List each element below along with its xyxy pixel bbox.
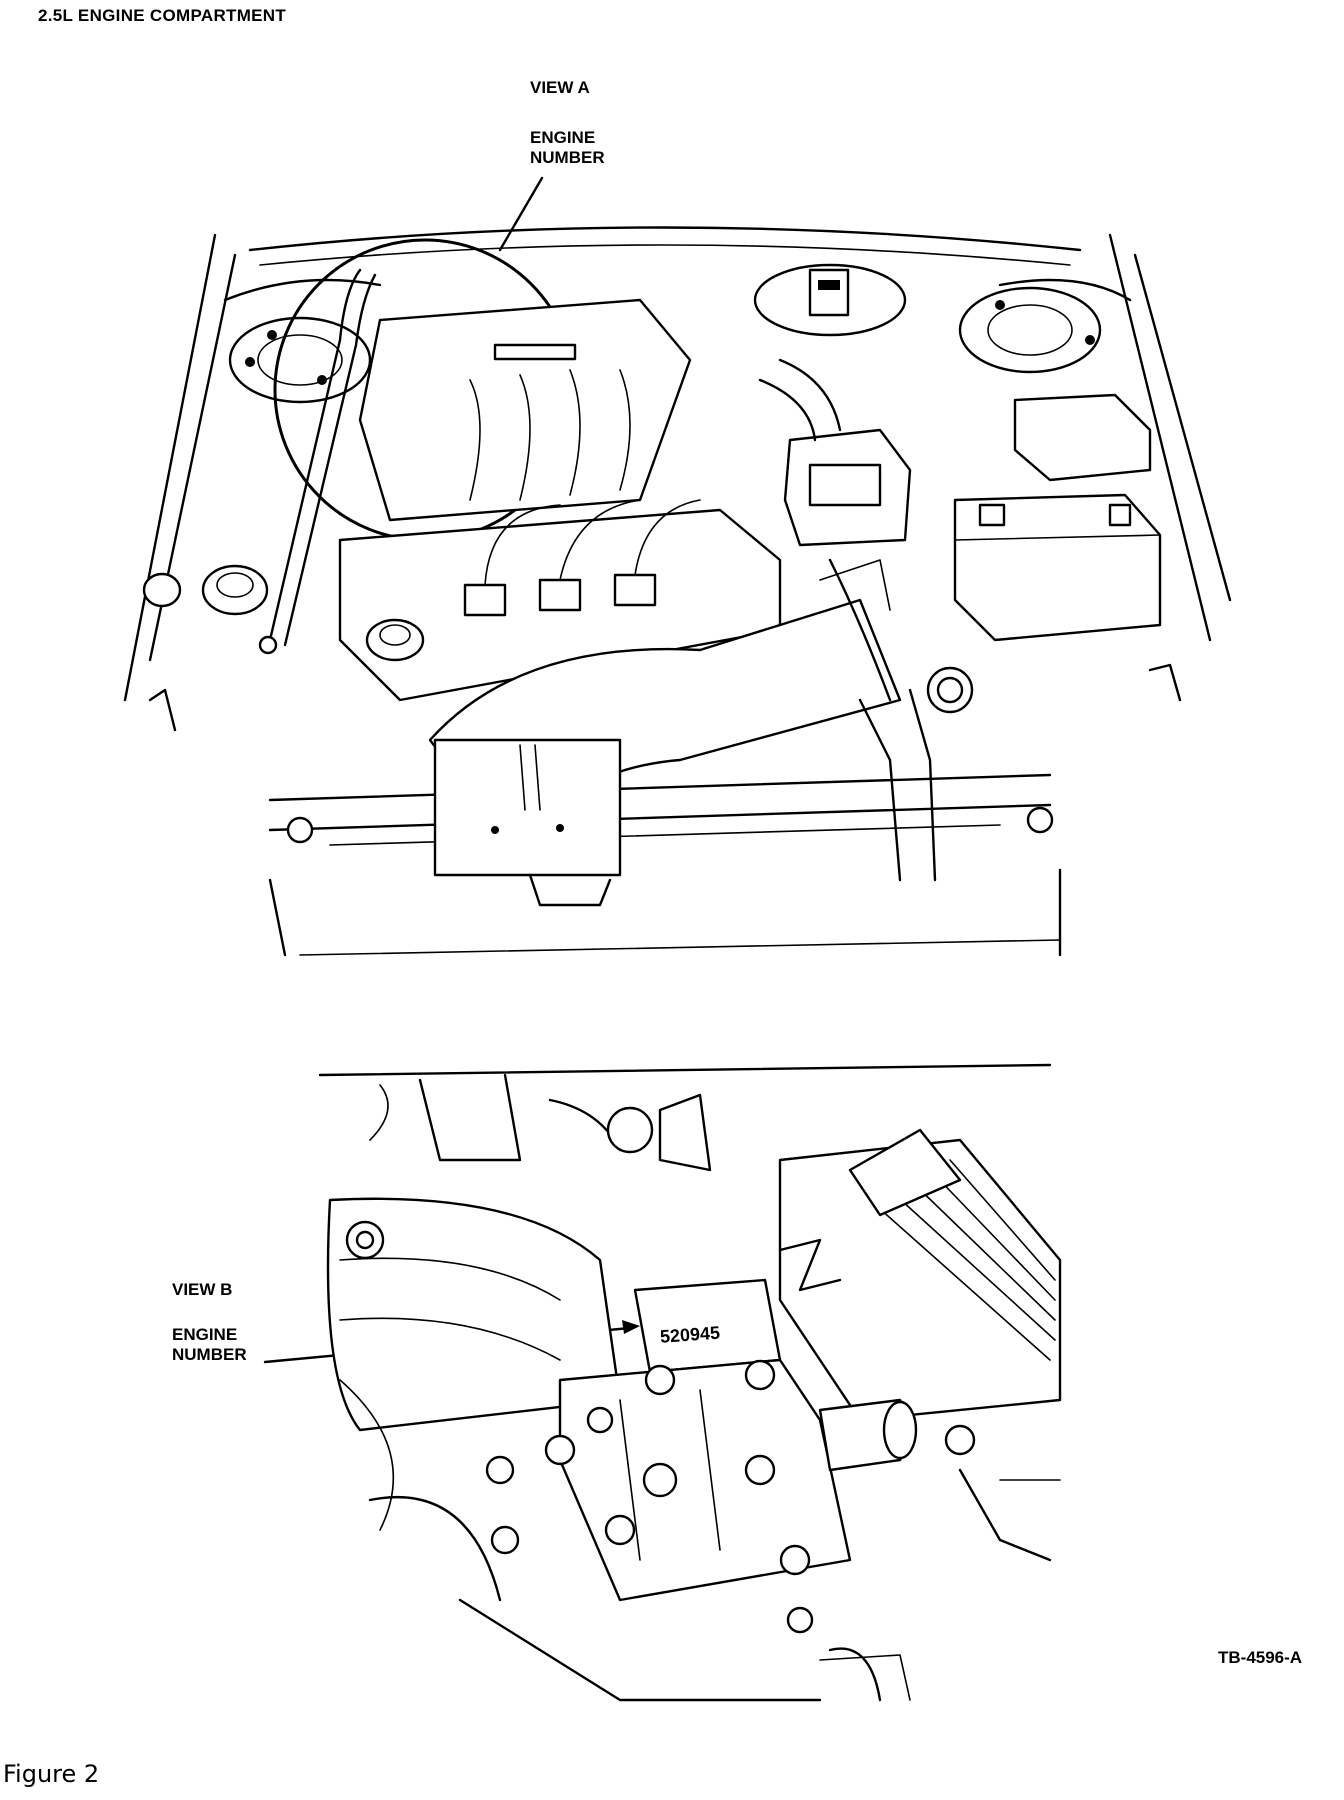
view-a-callout-line1: ENGINE	[530, 128, 596, 147]
view-b-callout-line2: NUMBER	[172, 1344, 247, 1364]
view-b-callout-line1: ENGINE	[172, 1325, 238, 1344]
view-a-engine-number-callout: ENGINE NUMBER	[530, 128, 605, 167]
view-a-label: VIEW A	[530, 78, 590, 97]
reference-code: TB-4596-A	[1218, 1648, 1303, 1667]
page-title: 2.5L ENGINE COMPARTMENT	[38, 6, 287, 25]
view-b-engine-number-callout: ENGINE NUMBER	[172, 1325, 247, 1364]
view-a-leader-line	[498, 176, 544, 252]
stamped-engine-number: 520945	[659, 1323, 720, 1347]
view-a-callout-line2: NUMBER	[530, 147, 605, 167]
figure-caption: Figure 2	[3, 1760, 100, 1788]
view-b-label: VIEW B	[172, 1280, 233, 1299]
view-a-engine-compartment-drawing	[123, 176, 1232, 957]
